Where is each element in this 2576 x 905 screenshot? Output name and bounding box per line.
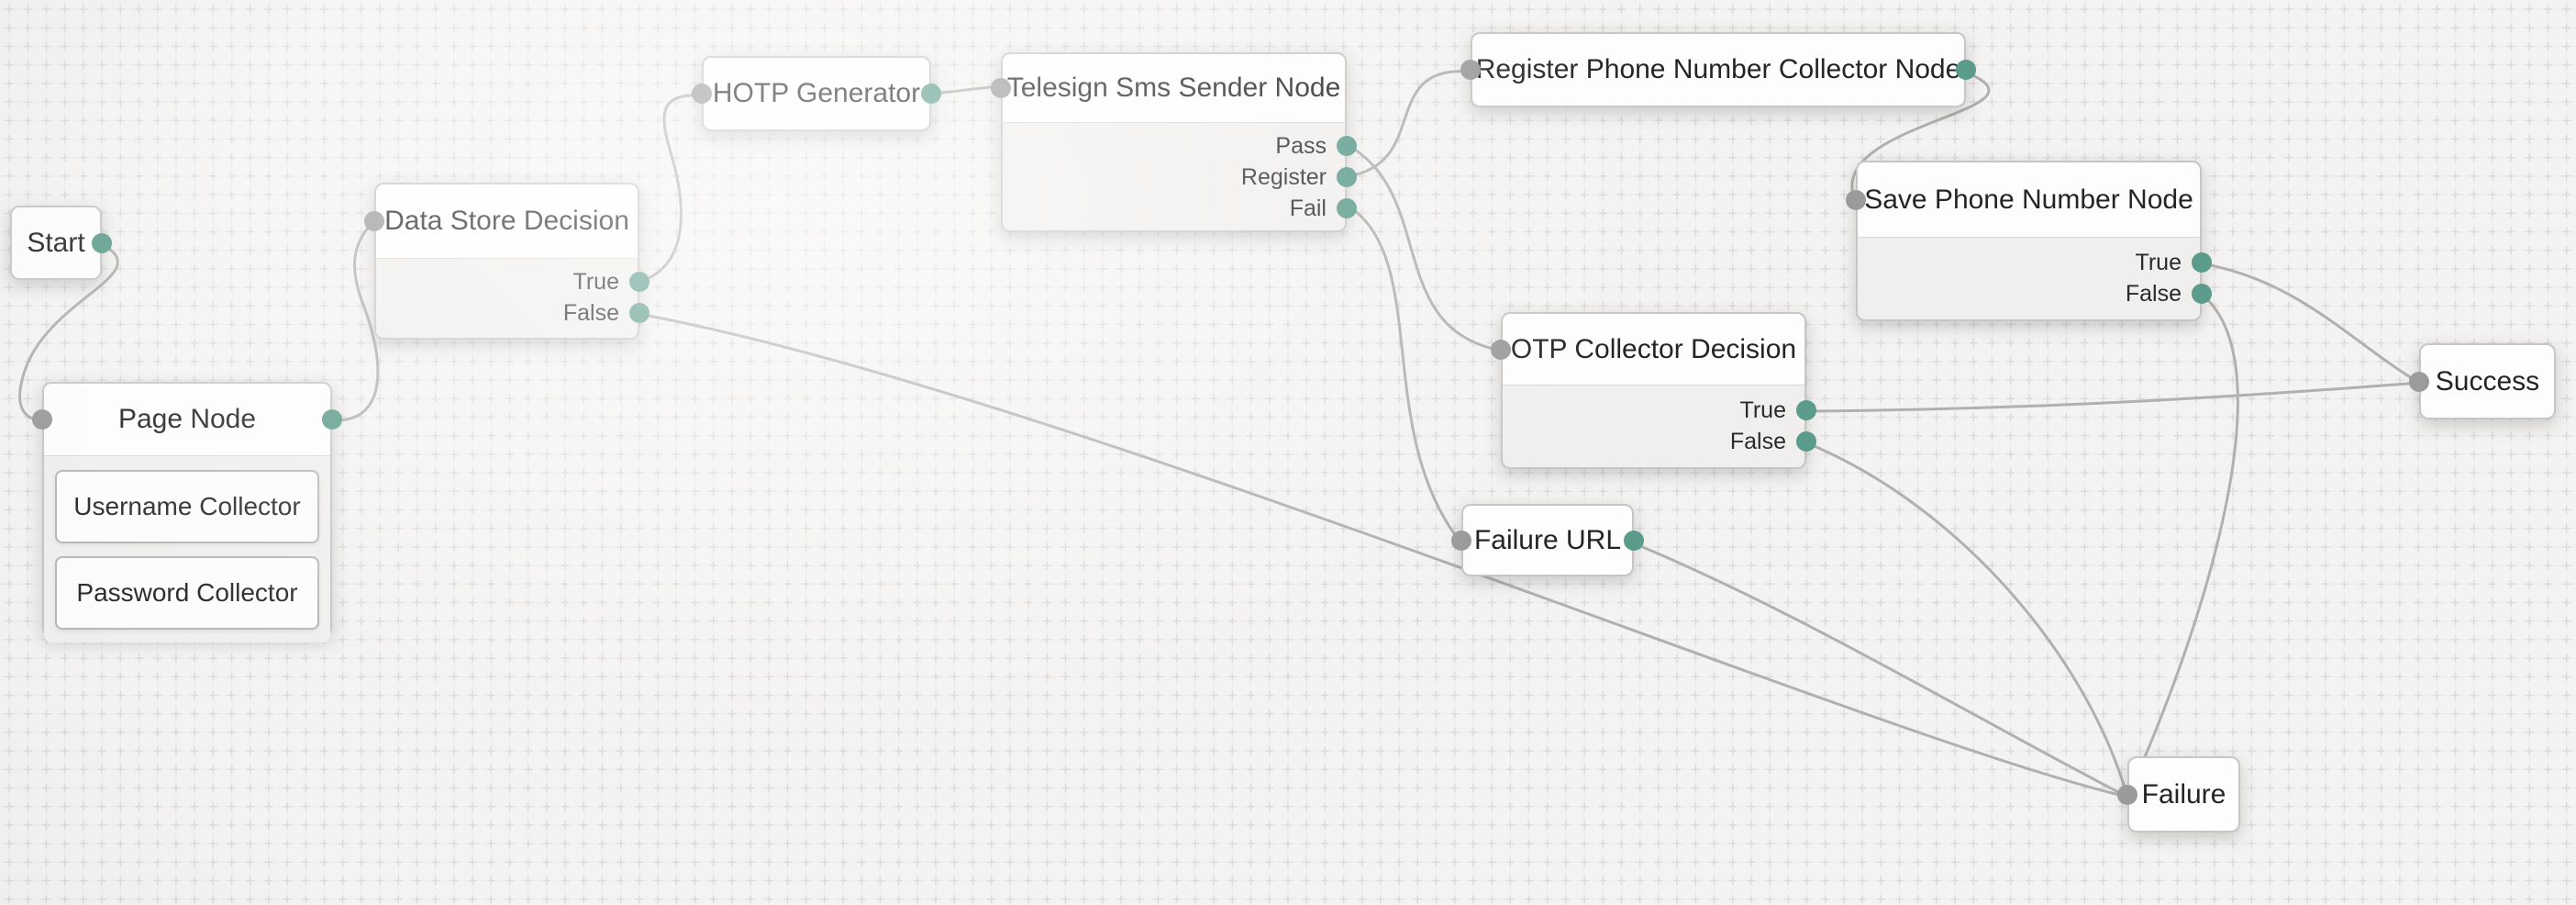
outcome-label: True: [1739, 397, 1786, 423]
outcome-row: True: [1858, 247, 2212, 278]
input-port[interactable]: [32, 409, 52, 430]
page-node-body: Username Collector Password Collector: [44, 455, 330, 642]
sub-node-label: Username Collector: [73, 492, 301, 520]
node-outcomes: True False: [376, 258, 650, 338]
node-success[interactable]: Success: [2409, 343, 2556, 419]
outcome-label: Fail: [1289, 195, 1327, 221]
outcome-port-true[interactable]: [2192, 252, 2212, 273]
input-port[interactable]: [1460, 60, 1481, 80]
input-port[interactable]: [1451, 530, 1471, 551]
sub-node-password-collector[interactable]: Password Collector: [55, 556, 319, 630]
outcome-port-register[interactable]: [1337, 167, 1357, 187]
input-port[interactable]: [1846, 189, 1866, 210]
node-title: Failure URL: [1473, 524, 1622, 555]
node-telesign-sms-sender[interactable]: Telesign Sms Sender Node Pass Register F…: [991, 52, 1357, 232]
outcome-row: False: [1503, 426, 1816, 457]
outcome-row: Pass: [1003, 130, 1357, 162]
node-title: Save Phone Number Node: [1864, 184, 2193, 215]
node-failure[interactable]: Failure: [2117, 756, 2240, 832]
node-header: Save Phone Number Node: [1846, 162, 2200, 237]
outcome-row: Fail: [1003, 193, 1357, 224]
input-port[interactable]: [364, 211, 384, 231]
outcome-row: True: [1503, 395, 1816, 426]
node-start[interactable]: Start: [10, 206, 112, 280]
node-header: OTP Collector Decision: [1491, 314, 1804, 385]
outcome-label: False: [2125, 280, 2182, 307]
output-port[interactable]: [92, 232, 112, 253]
outcome-row: False: [1858, 278, 2212, 309]
outcome-label: True: [572, 268, 619, 295]
output-port[interactable]: [921, 84, 941, 104]
node-header: Telesign Sms Sender Node: [991, 54, 1345, 122]
node-title: Failure: [2141, 778, 2226, 810]
node-header: Page Node: [32, 384, 342, 455]
output-port[interactable]: [1956, 60, 1976, 80]
outcome-port-true[interactable]: [1796, 400, 1816, 420]
outcome-row: True: [376, 266, 650, 297]
outcome-label: True: [2135, 249, 2182, 275]
node-outcomes: True False: [1858, 237, 2212, 319]
input-port[interactable]: [1491, 339, 1511, 360]
outcome-port-fail[interactable]: [1337, 198, 1357, 218]
node-title: Register Phone Number Collector Node: [1475, 54, 1961, 84]
input-port[interactable]: [692, 84, 712, 104]
node-title: Telesign Sms Sender Node: [1006, 73, 1341, 103]
node-title: Start: [27, 227, 85, 258]
outcome-port-true[interactable]: [629, 272, 650, 292]
node-title: OTP Collector Decision: [1510, 333, 1797, 364]
input-port[interactable]: [991, 78, 1011, 98]
input-port[interactable]: [2117, 784, 2137, 805]
outcome-label: False: [1729, 428, 1786, 454]
outcome-port-pass[interactable]: [1337, 136, 1357, 156]
outcome-row: False: [376, 297, 650, 329]
output-port[interactable]: [1624, 530, 1644, 551]
node-title: HOTP Generator: [712, 78, 921, 108]
node-register-phone-number-collector[interactable]: Register Phone Number Collector Node: [1460, 32, 1976, 107]
output-port[interactable]: [322, 409, 342, 430]
node-header: Data Store Decision: [364, 184, 638, 258]
outcome-port-false[interactable]: [1796, 431, 1816, 452]
outcome-label: False: [562, 299, 619, 326]
outcome-port-false[interactable]: [2192, 284, 2212, 304]
outcome-label: Register: [1240, 163, 1327, 190]
node-data-store-decision[interactable]: Data Store Decision True False: [364, 183, 650, 340]
node-outcomes: Pass Register Fail: [1003, 122, 1357, 230]
outcome-port-false[interactable]: [629, 303, 650, 323]
outcome-row: Register: [1003, 162, 1357, 193]
node-title: Data Store Decision: [384, 206, 629, 236]
outcome-label: Pass: [1275, 132, 1327, 159]
node-page-node[interactable]: Page Node Username Collector Password Co…: [32, 382, 342, 642]
node-title: Page Node: [117, 404, 257, 434]
node-save-phone-number[interactable]: Save Phone Number Node True False: [1846, 161, 2212, 321]
node-failure-url[interactable]: Failure URL: [1451, 504, 1644, 576]
node-hotp-generator[interactable]: HOTP Generator: [692, 56, 941, 131]
node-outcomes: True False: [1503, 385, 1816, 467]
sub-node-username-collector[interactable]: Username Collector: [55, 470, 319, 543]
sub-node-label: Password Collector: [76, 578, 298, 607]
node-otp-collector-decision[interactable]: OTP Collector Decision True False: [1491, 312, 1816, 469]
node-title: Success: [2435, 365, 2540, 397]
input-port[interactable]: [2409, 371, 2429, 392]
